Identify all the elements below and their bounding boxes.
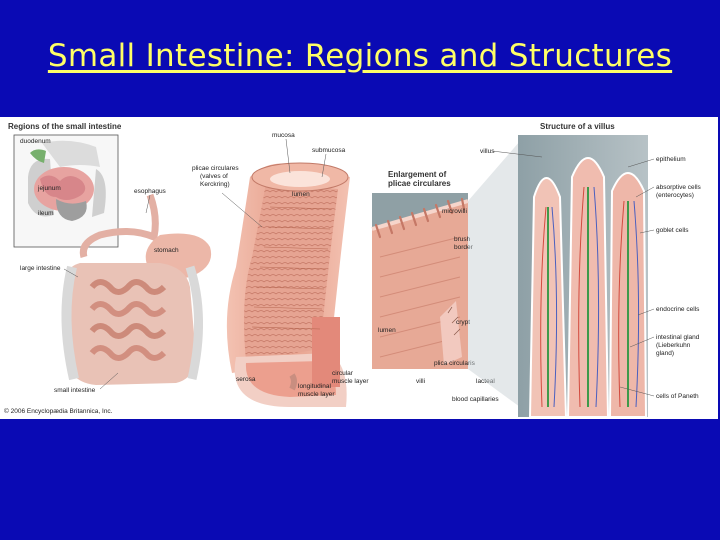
- label-esophagus: esophagus: [134, 188, 167, 195]
- regions-heading: Regions of the small intestine: [8, 122, 122, 131]
- label-mucosa: mucosa: [272, 132, 295, 139]
- label-jejunum: jejunum: [37, 185, 61, 192]
- slide-title: Small Intestine: Regions and Structures: [47, 38, 673, 74]
- label-plicae-circulares: plicae circulares (valves of Kerckring): [192, 165, 240, 188]
- copyright-text: © 2006 Encyclopædia Britannica, Inc.: [4, 407, 113, 415]
- label-large-intestine: large intestine: [20, 265, 61, 272]
- label-longitudinal-muscle: longitudinal muscle layer: [298, 383, 335, 398]
- villi-drawing: [528, 157, 648, 418]
- label-microvilli: microvilli: [442, 208, 467, 215]
- label-absorptive-cells: absorptive cells (enterocytes): [656, 184, 703, 199]
- panel-section: mucosa submucosa plicae circulares (valv…: [192, 132, 369, 407]
- panel-villus: Structure of a villus villus: [480, 122, 703, 418]
- label-intestinal-gland: intestinal gland (Lieberkuhn gland): [656, 334, 701, 357]
- label-submucosa: submucosa: [312, 147, 346, 154]
- label-circular-muscle: circular muscle layer: [332, 370, 369, 385]
- label-lumen: lumen: [292, 191, 310, 198]
- label-blood-capillaries: blood capillaries: [452, 396, 499, 403]
- label-plica-circularis: plica circularis: [434, 360, 476, 367]
- label-stomach: stomach: [154, 247, 179, 254]
- panel-regions: Regions of the small intestine duodenum …: [4, 122, 212, 415]
- label-lacteal: lacteal: [476, 378, 495, 385]
- label-enlargement-lumen: lumen: [378, 327, 396, 334]
- label-epithelium: epithelium: [656, 156, 686, 163]
- label-endocrine-cells: endocrine cells: [656, 306, 700, 313]
- label-ileum: ileum: [38, 210, 54, 217]
- label-goblet-cells: goblet cells: [656, 227, 689, 234]
- inset-abdomen: [28, 140, 106, 221]
- enlargement-heading: Enlargement of plicae circulares: [388, 170, 451, 188]
- label-duodenum: duodenum: [20, 138, 51, 145]
- anatomy-illustration: Regions of the small intestine duodenum …: [4, 122, 703, 418]
- label-small-intestine: small intestine: [54, 387, 96, 394]
- anatomy-figure: Regions of the small intestine duodenum …: [0, 117, 718, 419]
- label-crypt: crypt: [456, 319, 470, 326]
- label-cells-of-paneth: cells of Paneth: [656, 393, 699, 400]
- digestive-tract: [61, 193, 212, 385]
- label-villi: villi: [416, 378, 425, 385]
- label-serosa: serosa: [236, 376, 256, 383]
- label-villus: villus: [480, 148, 495, 155]
- villus-heading: Structure of a villus: [540, 122, 615, 131]
- panel-enlargement: Enlargement of plicae circulares: [371, 141, 520, 407]
- label-brush-border: brush border: [454, 236, 474, 251]
